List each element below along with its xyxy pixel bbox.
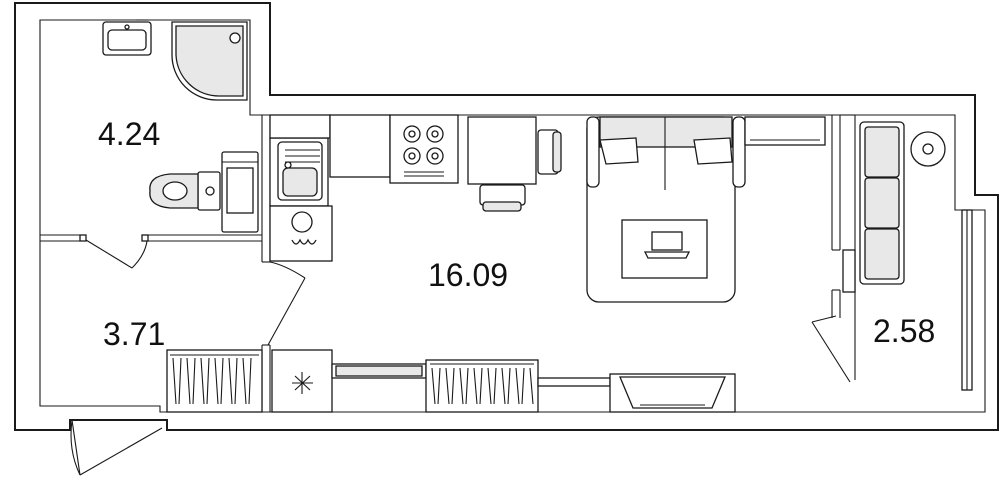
living-room-area-label: 16.09 — [428, 257, 508, 293]
fridge-icon — [271, 349, 333, 413]
balcony-door — [811, 315, 851, 383]
sink-icon — [102, 19, 152, 56]
balcony-area-label: 2.58 — [873, 313, 935, 349]
wardrobe-icon — [331, 359, 611, 413]
chair-icon — [479, 129, 562, 212]
outer-walls — [14, 2, 999, 431]
wardrobe-icon — [166, 349, 263, 413]
plant-icon — [910, 131, 946, 167]
bathroom-door — [79, 234, 149, 269]
washing-machine-icon — [221, 151, 259, 233]
shower-icon — [171, 21, 248, 101]
cooktop-icon — [389, 114, 459, 184]
balcony-window — [961, 209, 973, 391]
table-icon — [467, 116, 537, 185]
bathroom-area-label: 4.24 — [98, 116, 160, 152]
living-window — [842, 249, 856, 293]
laptop-icon — [643, 231, 691, 259]
armchair-icon — [859, 121, 905, 285]
tv-stand-icon — [744, 116, 826, 146]
tv-stand-icon — [609, 373, 736, 413]
pillow-icon — [599, 137, 733, 165]
hallway-area-label: 3.71 — [103, 316, 165, 352]
entrance-door — [70, 419, 163, 476]
kitchen-sink-icon — [269, 137, 329, 207]
toilet-icon — [149, 171, 221, 211]
kitchen-door — [267, 261, 306, 346]
kitchen-counter — [269, 114, 391, 262]
